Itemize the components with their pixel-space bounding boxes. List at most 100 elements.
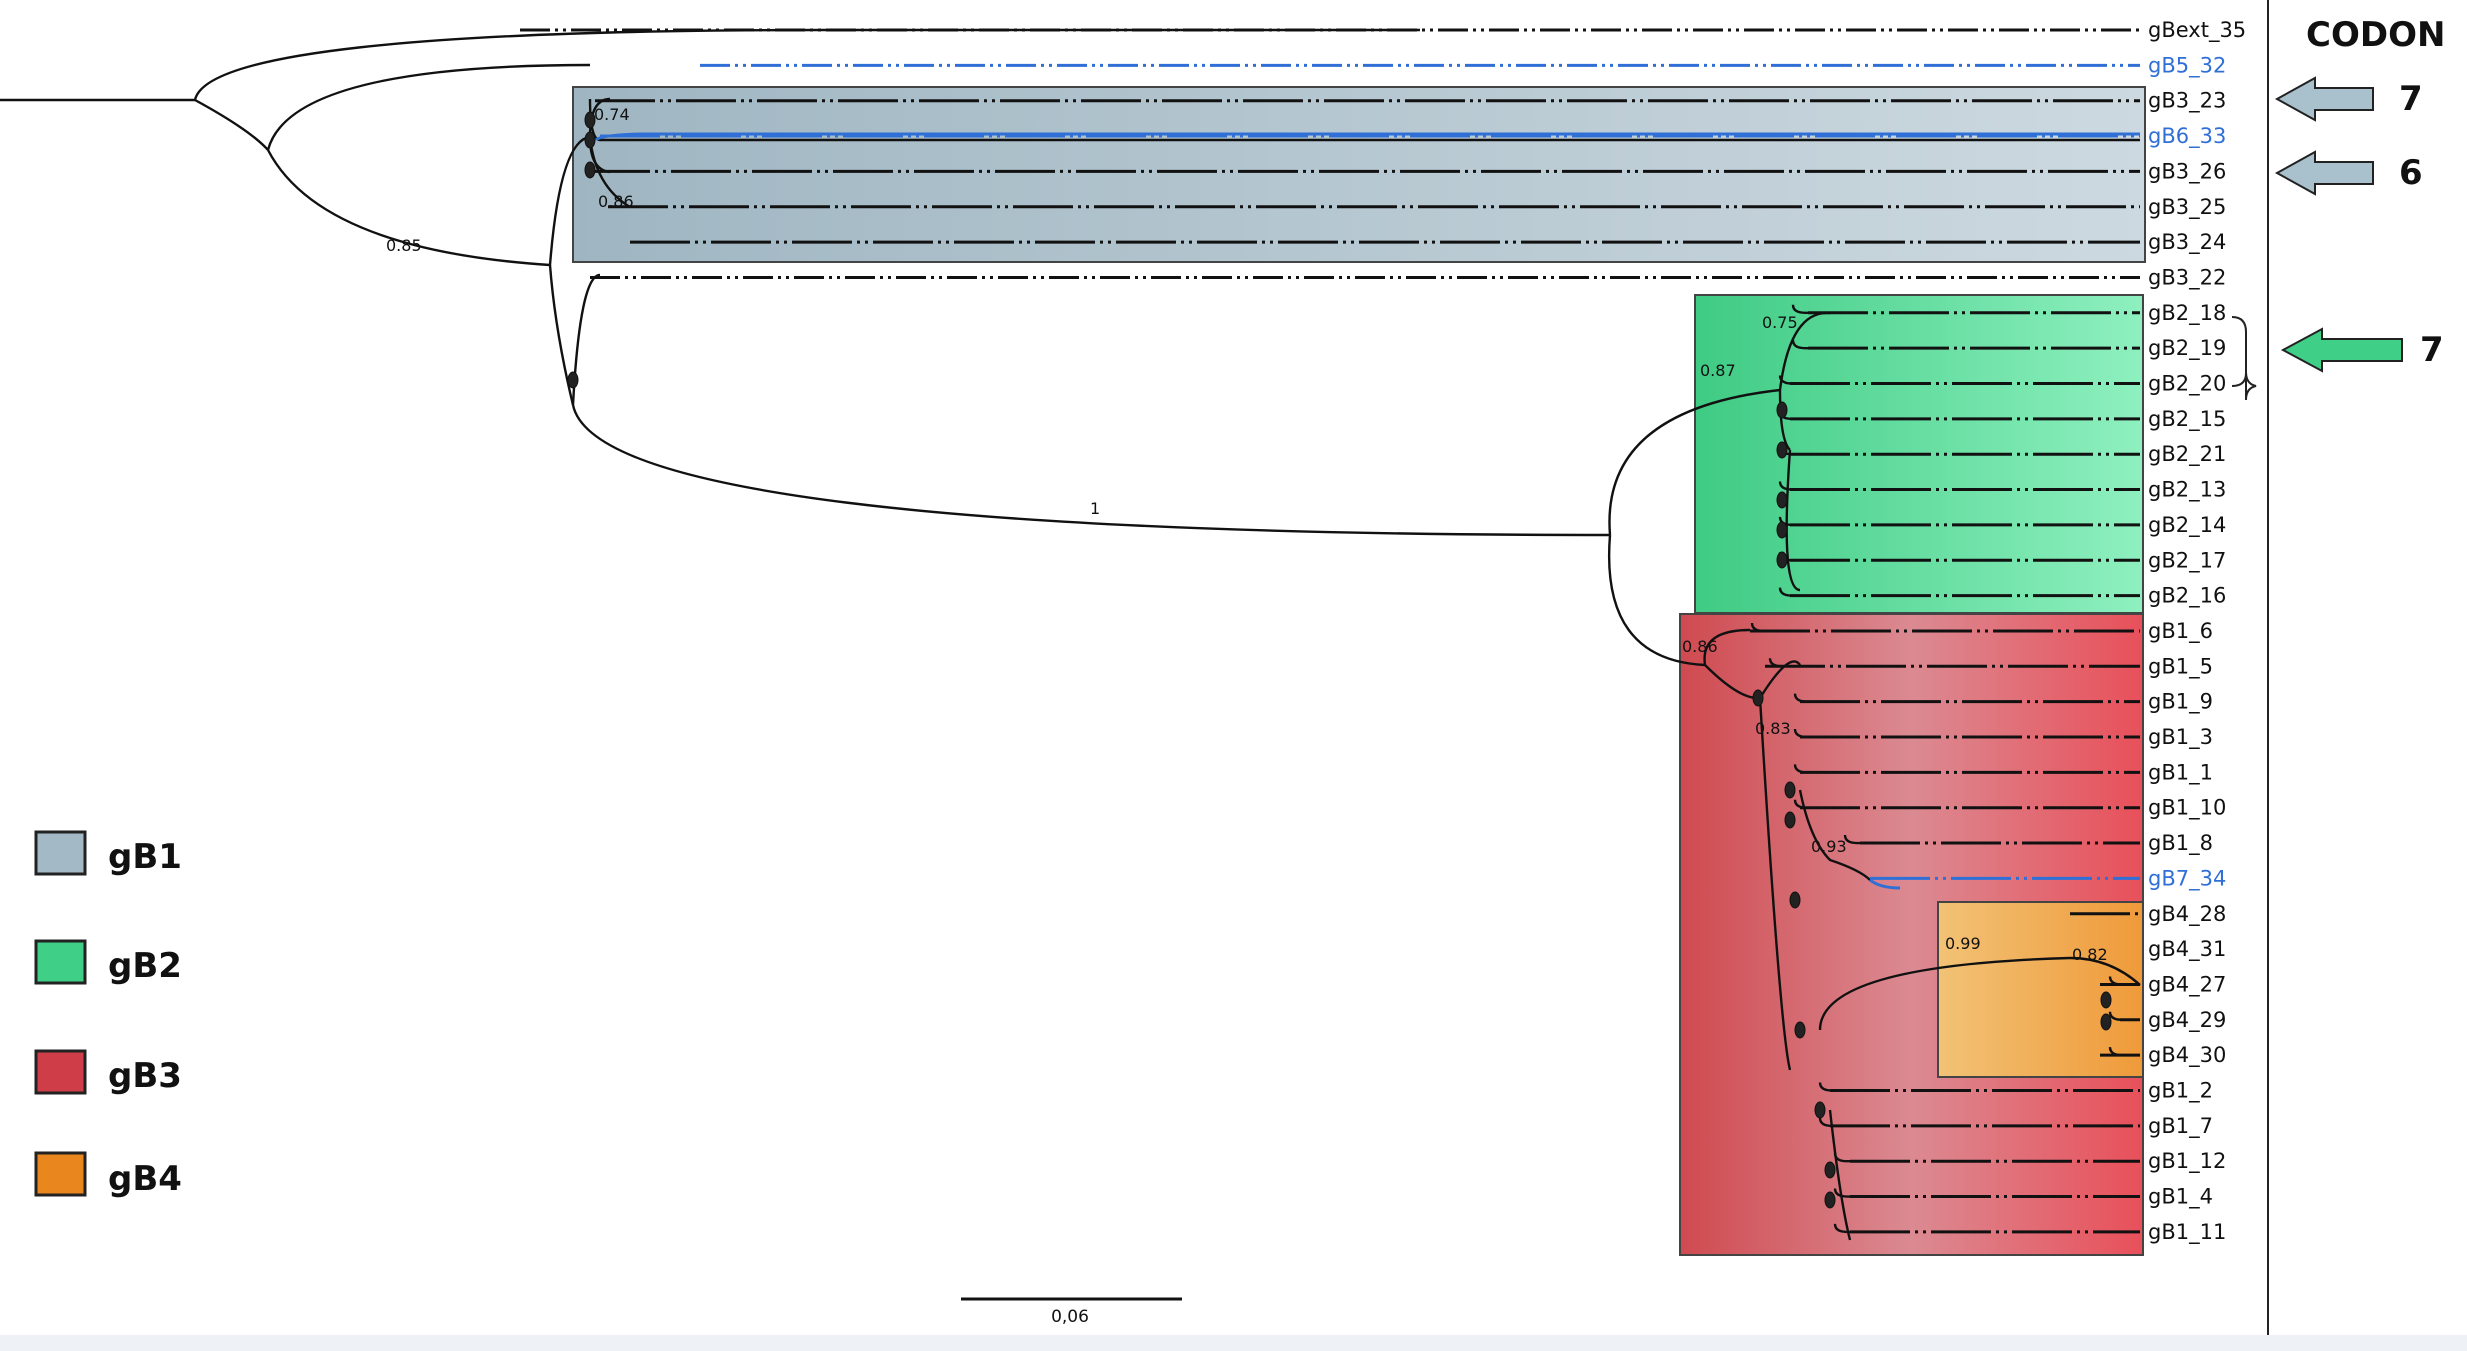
node-marker — [567, 371, 579, 389]
leaf-label: gB1_2 — [2148, 1079, 2213, 1104]
node-marker — [1776, 401, 1788, 419]
tree-branch — [1785, 449, 1801, 592]
node-marker — [1776, 441, 1788, 459]
tree-branch — [266, 63, 591, 151]
node-marker — [1824, 1191, 1836, 1209]
leaf-label: gB1_11 — [2148, 1220, 2226, 1245]
tree-branch — [1843, 834, 1860, 845]
leaf-label: gB1_7 — [2148, 1114, 2213, 1139]
arrow-left-icon — [2274, 76, 2374, 122]
tree-branch — [1798, 789, 1871, 881]
arrow-left-icon — [2280, 327, 2403, 373]
support-value: 0.85 — [386, 236, 422, 255]
tree-nodes — [567, 111, 2112, 1209]
leaf-label: gB1_3 — [2148, 725, 2213, 750]
support-value: 0.86 — [1682, 637, 1718, 656]
leaf-label: gB1_4 — [2148, 1185, 2213, 1210]
node-marker — [1776, 551, 1788, 569]
leaf-label: gB1_10 — [2148, 796, 2226, 821]
leaf-label: gB2_14 — [2148, 513, 2226, 538]
support-value: 1 — [1090, 499, 1100, 518]
legend-label: gB4 — [108, 1159, 182, 1199]
leaf-label: gB6_33 — [2148, 124, 2226, 149]
tree-branch — [1791, 304, 1808, 314]
legend-swatch — [34, 1049, 87, 1095]
leaf-label: gB2_18 — [2148, 301, 2226, 326]
node-marker — [2100, 1013, 2112, 1031]
tree-branch — [1818, 956, 2071, 1031]
node-marker — [584, 131, 596, 149]
leaf-label: gB1_12 — [2148, 1149, 2226, 1174]
leaf-label: gB4_28 — [2148, 902, 2226, 927]
tree-branch — [2069, 956, 2141, 986]
node-marker — [1794, 1021, 1806, 1039]
legend-swatch — [34, 830, 87, 876]
arrow-left-icon — [2274, 150, 2374, 196]
support-value: 0.93 — [1811, 837, 1847, 856]
leaf-label: gB3_24 — [2148, 230, 2226, 255]
support-value: 0.74 — [594, 105, 630, 124]
codon-title: CODON — [2306, 15, 2445, 55]
tree-branch — [588, 98, 2140, 142]
bracket-icon — [2231, 316, 2257, 401]
codon-marker: 7 — [2274, 76, 2423, 122]
leaf-labels: gBext_35gB5_32gB3_23gB6_33gB3_26gB3_25gB… — [2148, 18, 2246, 1245]
bottom-strip — [0, 1335, 2467, 1351]
node-marker — [1789, 891, 1801, 909]
scale-bar: 0,06 — [961, 1297, 1182, 1327]
scale-bar-label: 0,06 — [1051, 1307, 1089, 1327]
leaf-label: gB4_29 — [2148, 1008, 2226, 1033]
tree-branch — [1833, 1153, 1850, 1163]
node-marker — [1776, 521, 1788, 539]
leaf-lines — [520, 28, 2140, 1234]
node-marker — [1824, 1161, 1836, 1179]
support-value: 0.82 — [2072, 945, 2108, 964]
tree-branch — [1703, 628, 1751, 666]
node-marker — [1752, 689, 1764, 707]
tree-branch — [1828, 1109, 1852, 1241]
leaf-label: gB1_5 — [2148, 654, 2213, 679]
node-marker — [1776, 491, 1788, 509]
leaf-label: gB4_31 — [2148, 937, 2226, 962]
tree-branch — [1758, 697, 1792, 1071]
leaf-label: gB2_13 — [2148, 478, 2226, 503]
support-value: 0.86 — [598, 192, 634, 211]
tree-branch — [1778, 389, 1791, 451]
tree-branch — [194, 98, 269, 151]
legend-swatch — [34, 939, 87, 985]
leaf-label: gBext_35 — [2148, 18, 2246, 43]
tree-branch — [266, 149, 551, 267]
node-marker — [584, 111, 596, 129]
clade-box-gB1 — [572, 86, 2146, 263]
codon-value: 7 — [2420, 330, 2444, 370]
leaf-label: gB3_22 — [2148, 265, 2226, 290]
leaf-label: gB2_19 — [2148, 336, 2226, 361]
node-marker — [2100, 991, 2112, 1009]
legend-label: gB1 — [108, 837, 182, 877]
tree-branch — [571, 404, 1611, 537]
legend-item-gB1: gB1 — [34, 830, 182, 877]
tree-branch — [1607, 534, 1706, 667]
tree-branch — [1833, 1188, 1850, 1198]
node-marker — [584, 161, 596, 179]
legend: gB1 gB2 gB3 gB4 — [34, 830, 182, 1199]
codon-marker: 6 — [2274, 150, 2423, 196]
legend-label: gB2 — [108, 946, 182, 986]
leaf-label: gB1_1 — [2148, 760, 2213, 785]
leaf-label: gB1_6 — [2148, 619, 2213, 644]
tree-branch — [1608, 388, 1781, 536]
leaf-label: gB3_25 — [2148, 195, 2226, 220]
leaf-label: gB4_27 — [2148, 972, 2226, 997]
leaf-label: gB3_23 — [2148, 89, 2226, 114]
tree-branch-blue — [1869, 878, 1901, 890]
leaf-label: gB7_34 — [2148, 866, 2226, 891]
leaf-label: gB5_32 — [2148, 53, 2226, 78]
leaf-label: gB2_15 — [2148, 407, 2226, 432]
support-value: 0.75 — [1762, 313, 1798, 332]
node-marker — [1784, 811, 1796, 829]
leaf-label: gB2_17 — [2148, 548, 2226, 573]
support-value: 0.83 — [1755, 719, 1791, 738]
legend-label: gB3 — [108, 1056, 182, 1096]
tree-branch — [548, 264, 575, 406]
node-marker — [1814, 1101, 1826, 1119]
